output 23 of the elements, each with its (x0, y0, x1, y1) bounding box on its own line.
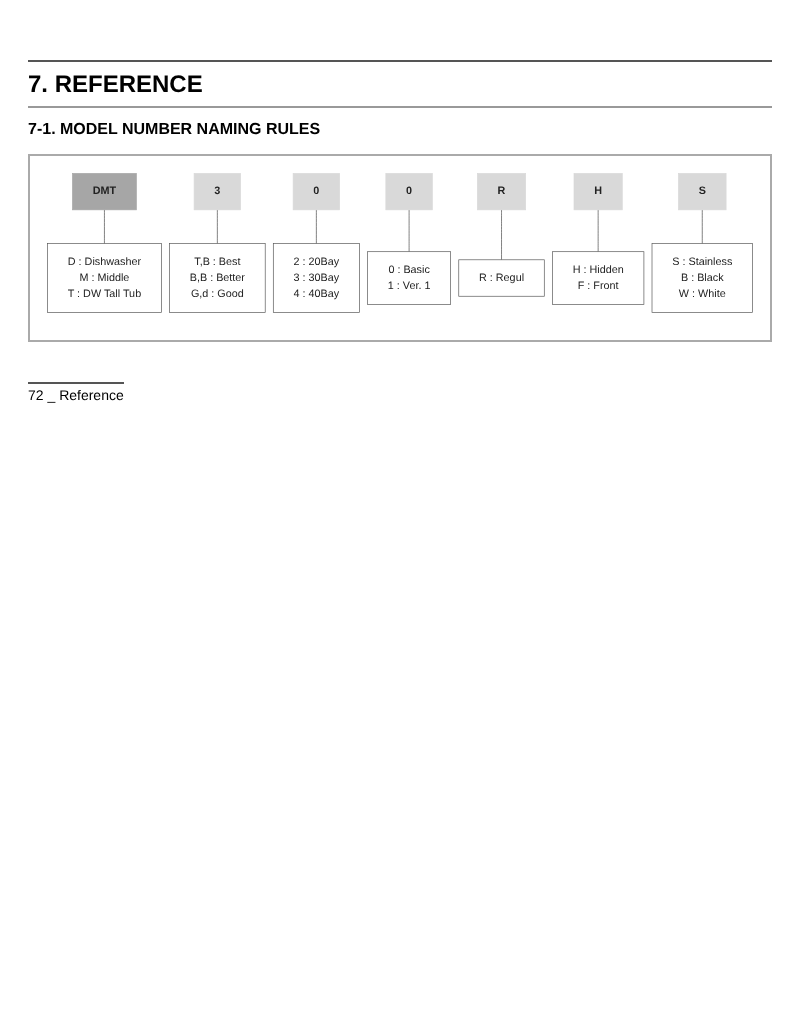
node-box (552, 251, 645, 305)
connector (408, 209, 410, 253)
node-box (573, 173, 623, 211)
connector (501, 209, 502, 261)
node-box (292, 173, 340, 211)
node-box (678, 173, 727, 211)
connector (217, 209, 218, 244)
section-heading: 7-1. MODEL NUMBER NAMING RULES (28, 120, 323, 138)
connector (701, 209, 703, 244)
node-box (72, 173, 137, 211)
node-box (458, 259, 545, 297)
node-box (47, 243, 162, 313)
node-box (385, 173, 433, 211)
node-box (367, 251, 451, 305)
connector (597, 209, 599, 253)
node-box (169, 243, 266, 313)
page-title: 7. REFERENCE (28, 60, 772, 108)
connector (104, 209, 105, 244)
node-box (477, 173, 526, 211)
node-box (193, 173, 241, 211)
connector (316, 209, 317, 244)
node-box (651, 243, 753, 313)
node-box (272, 243, 360, 313)
